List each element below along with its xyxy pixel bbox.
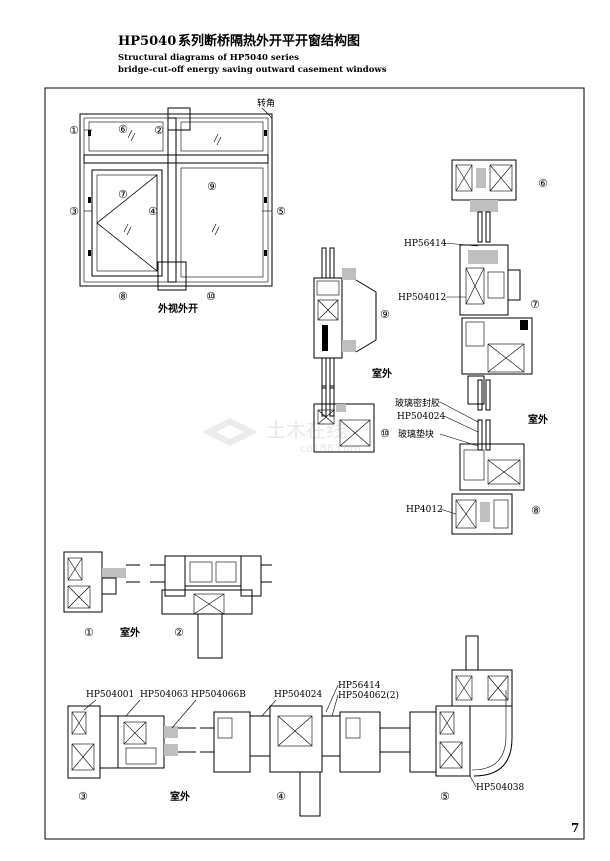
section-1-detail bbox=[63, 551, 140, 613]
drawing-border bbox=[44, 87, 585, 840]
label-hp56414-bottom: HP56414 bbox=[338, 681, 381, 691]
marker-3-section: ③ bbox=[78, 790, 88, 803]
section-9-detail bbox=[313, 247, 377, 389]
marker-3: ③ bbox=[69, 205, 79, 218]
marker-1-section: ① bbox=[84, 626, 94, 639]
marker-7: ⑦ bbox=[118, 188, 128, 201]
marker-2-section: ② bbox=[174, 626, 184, 639]
watermark-text-en: co188.com bbox=[300, 442, 361, 455]
section-8-detail bbox=[451, 419, 525, 535]
corner-label: 转角 bbox=[257, 97, 275, 109]
marker-10-section: ⑩ bbox=[380, 427, 390, 440]
title-chinese: 系列断桥隔热外开平开窗结构图 bbox=[178, 33, 360, 49]
elevation-caption: 外视外开 bbox=[157, 302, 198, 315]
label-hp504001: HP504001 bbox=[86, 690, 134, 700]
marker-8-section: ⑧ bbox=[531, 504, 541, 517]
section-3-detail bbox=[67, 705, 196, 779]
marker-9: ⑨ bbox=[207, 180, 217, 193]
label-hp4012: HP4012 bbox=[406, 505, 443, 515]
page-number: 7 bbox=[571, 821, 579, 835]
label-hp504012: HP504012 bbox=[398, 293, 446, 303]
label-hp56414-top: HP56414 bbox=[404, 239, 447, 249]
outdoor-label-right: 室外 bbox=[528, 413, 548, 426]
marker-2: ② bbox=[154, 124, 164, 137]
label-hp504062: HP504062(2) bbox=[338, 690, 399, 701]
marker-5: ⑤ bbox=[276, 205, 286, 218]
series-code: HP5040 bbox=[118, 34, 176, 49]
outdoor-label-row3: 室外 bbox=[170, 790, 190, 803]
section-6-detail bbox=[451, 159, 517, 243]
section-4-detail bbox=[200, 705, 396, 817]
label-hp504038: HP504038 bbox=[476, 783, 525, 793]
label-hp504063: HP504063 bbox=[140, 690, 189, 700]
section-10-detail bbox=[313, 385, 375, 453]
outdoor-label-row1: 室外 bbox=[120, 626, 140, 639]
outdoor-label-mid: 室外 bbox=[372, 367, 392, 380]
title-english-line1: Structural diagrams of HP5040 series bbox=[118, 53, 299, 63]
marker-6: ⑥ bbox=[118, 123, 128, 136]
section-2-detail bbox=[150, 555, 272, 659]
marker-8: ⑧ bbox=[118, 290, 128, 303]
watermark-text-cn: 土木在线 bbox=[266, 418, 346, 442]
marker-10: ⑩ bbox=[206, 290, 216, 303]
marker-5-section: ⑤ bbox=[440, 790, 450, 803]
label-hp504024-bottom: HP504024 bbox=[274, 690, 323, 700]
marker-1: ① bbox=[69, 124, 79, 137]
marker-7-section: ⑦ bbox=[530, 298, 540, 311]
window-elevation: 转角 外视外开 bbox=[79, 97, 275, 315]
title-english-line2: bridge-cut-off energy saving outward cas… bbox=[118, 65, 387, 75]
section-5-detail bbox=[396, 635, 513, 777]
label-glass-pad: 玻璃垫块 bbox=[398, 428, 434, 440]
marker-4: ④ bbox=[148, 205, 158, 218]
label-hp504066b: HP504066B bbox=[191, 690, 246, 700]
label-hp504024-right: HP504024 bbox=[397, 412, 446, 422]
marker-4-section: ④ bbox=[276, 790, 286, 803]
section-7-detail bbox=[459, 244, 533, 411]
marker-6-section: ⑥ bbox=[538, 177, 548, 190]
label-glass-seal: 玻璃密封胶 bbox=[395, 397, 440, 409]
watermark-logo: 土木在线 co188.com bbox=[202, 418, 361, 455]
marker-9-section: ⑨ bbox=[380, 308, 390, 321]
